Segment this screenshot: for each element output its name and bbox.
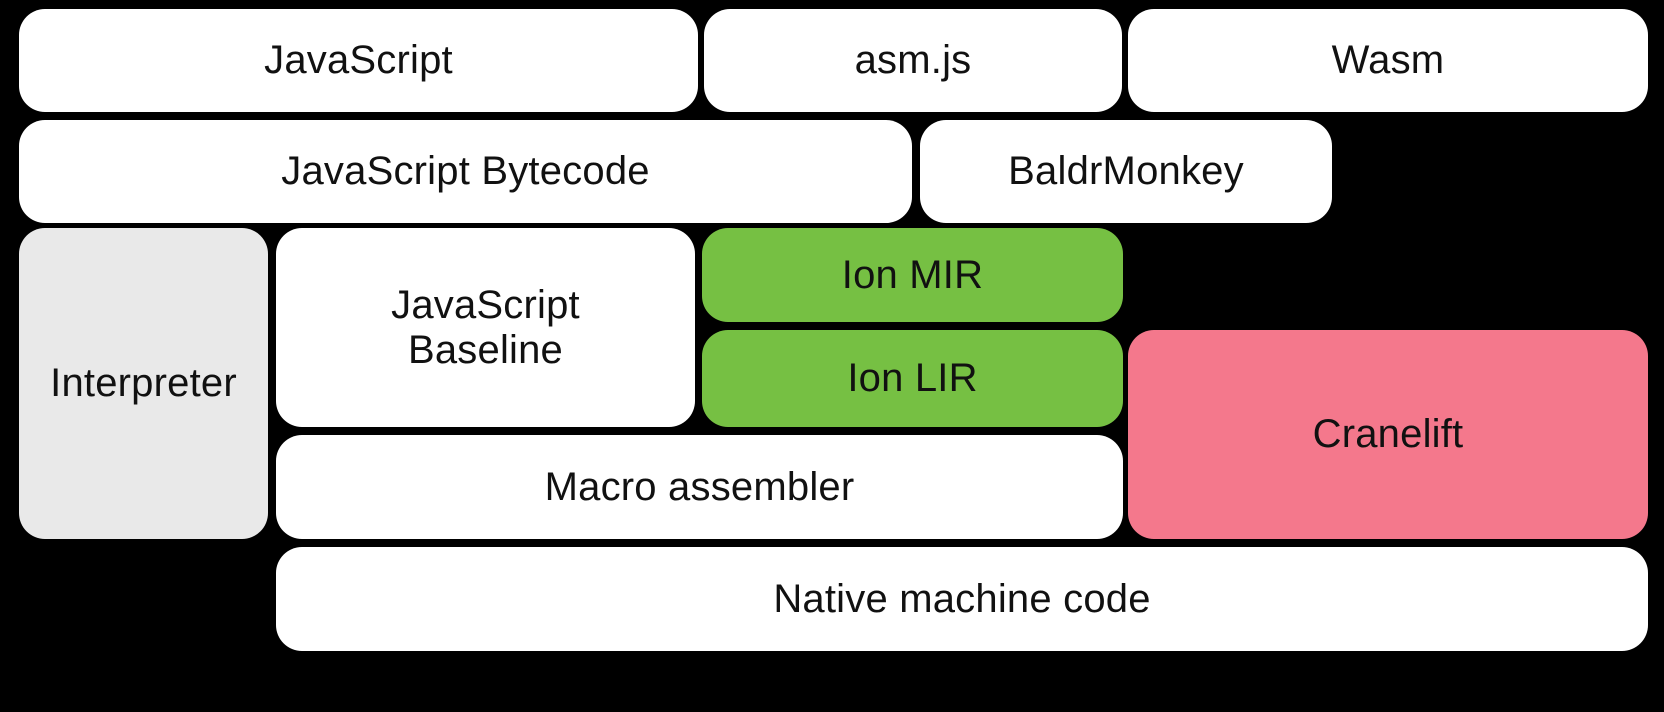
- node-wasm: Wasm: [1128, 9, 1648, 112]
- node-javascript: JavaScript: [19, 9, 698, 112]
- node-javascript-baseline: JavaScript Baseline: [276, 228, 695, 427]
- node-macro-assembler: Macro assembler: [276, 435, 1123, 539]
- node-ion-mir: Ion MIR: [702, 228, 1123, 322]
- node-asm-js: asm.js: [704, 9, 1122, 112]
- node-cranelift: Cranelift: [1128, 330, 1648, 539]
- node-interpreter: Interpreter: [19, 228, 268, 539]
- node-javascript-bytecode: JavaScript Bytecode: [19, 120, 912, 223]
- node-ion-lir: Ion LIR: [702, 330, 1123, 427]
- node-native-machine-code: Native machine code: [276, 547, 1648, 651]
- node-baldrmonkey: BaldrMonkey: [920, 120, 1332, 223]
